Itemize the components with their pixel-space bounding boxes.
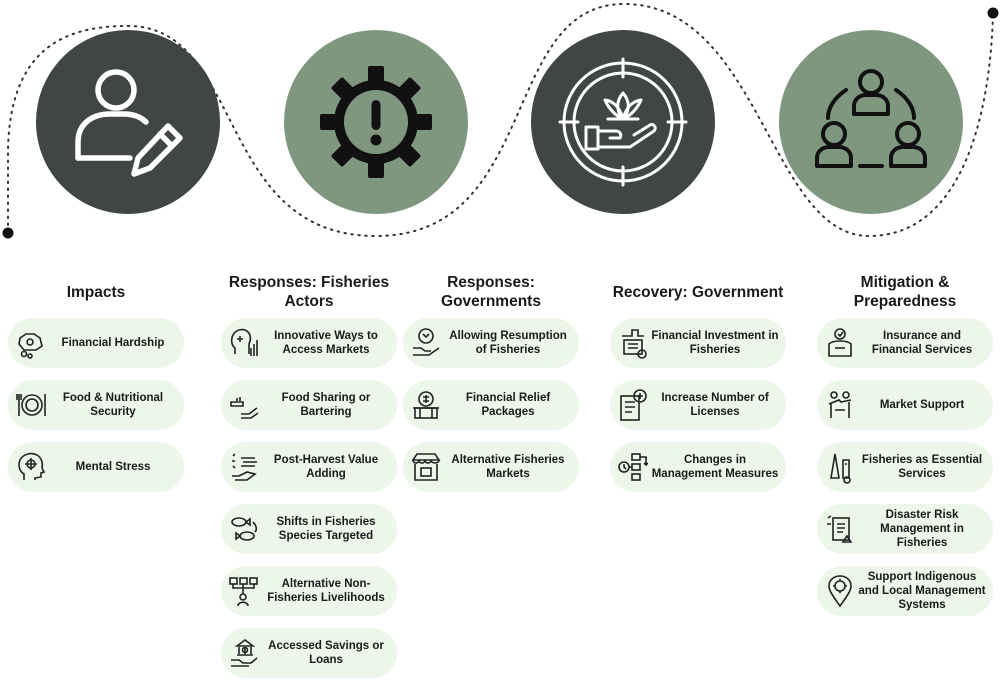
location-pin-icon: [828, 575, 852, 608]
list-item: Increase Number of Licenses: [610, 380, 786, 430]
list-item: Support Indigenous and Local Management …: [817, 566, 993, 616]
item-label: Food & Nutritional Security: [62, 392, 164, 418]
column-responses-governments: Responses: Governments Allowing Resumpti…: [403, 272, 579, 504]
list-item: Financial Relief Packages: [403, 380, 579, 430]
item-label: Alternative Fisheries Markets: [451, 454, 565, 480]
list-item: Allowing Resumption of Fisheries: [403, 318, 579, 368]
item-label: Changes in Management Measures: [651, 454, 779, 480]
item-label: Fisheries as Essential Services: [861, 454, 983, 480]
hand-cycle-icon: [413, 328, 440, 356]
people-network-icon: [815, 69, 927, 168]
item-label: Alternative Non-Fisheries Livelihoods: [267, 578, 385, 604]
column-title: Mitigation & Preparedness: [853, 274, 957, 310]
fish-cycle-icon: [231, 517, 258, 541]
fish-hand-icon: [232, 453, 257, 481]
item-label: Financial Investment in Fisheries: [651, 330, 779, 356]
item-label: Financial Relief Packages: [465, 392, 551, 418]
market-stall-icon: [411, 453, 441, 481]
list-item: Food Sharing or Bartering: [221, 380, 397, 430]
item-label: Insurance and Financial Services: [871, 330, 973, 356]
gear-alert-icon: [320, 66, 432, 178]
item-label: Post-Harvest Value Adding: [273, 454, 379, 480]
item-label: Accessed Savings or Loans: [268, 640, 384, 666]
org-chart-icon: [229, 577, 258, 607]
item-label: Food Sharing or Bartering: [281, 392, 371, 418]
risk-document-icon: [827, 515, 853, 543]
item-label: Financial Hardship: [61, 337, 165, 349]
user-edit-icon: [75, 69, 183, 177]
path-start-dot: [2, 227, 14, 239]
plate-cutlery-icon: [16, 394, 46, 416]
list-item: Innovative Ways to Access Markets: [221, 318, 397, 368]
item-label: Market Support: [879, 399, 965, 411]
hand-share-icon: [230, 397, 259, 419]
list-item: Post-Harvest Value Adding: [221, 442, 397, 492]
column-recovery-government: Recovery: Government Financial Investmen…: [610, 272, 786, 504]
item-label: Innovative Ways to Access Markets: [274, 330, 378, 356]
workflow-icon: [618, 453, 648, 481]
column-responses-fisheries-actors: Responses: Fisheries Actors Innovative W…: [221, 272, 397, 690]
item-label: Allowing Resumption of Fisheries: [449, 330, 567, 356]
list-item: Financial Hardship: [8, 318, 184, 368]
relief-box-icon: [413, 391, 439, 419]
money-bag-icon: [18, 333, 43, 359]
list-item: Shifts in Fisheries Species Targeted: [221, 504, 397, 554]
item-label: Increase Number of Licenses: [661, 392, 769, 418]
hand-lotus-icon: [558, 57, 688, 187]
column-title: Responses: Governments: [441, 274, 541, 310]
item-label: Shifts in Fisheries Species Targeted: [276, 516, 376, 542]
investment-icon: [622, 329, 647, 359]
idea-chart-icon: [230, 328, 258, 356]
list-item: Accessed Savings or Loans: [221, 628, 397, 678]
list-item: Changes in Management Measures: [610, 442, 786, 492]
list-item: Food & Nutritional Security: [8, 380, 184, 430]
impacts-circle: [36, 30, 220, 214]
list-item: Mental Stress: [8, 442, 184, 492]
list-item: Insurance and Financial Services: [817, 318, 993, 368]
head-brain-icon: [18, 452, 46, 480]
item-label: Support Indigenous and Local Management …: [858, 571, 986, 611]
mitigation-circle: [779, 30, 963, 214]
path-end-dot: [987, 7, 999, 19]
list-item: Market Support: [817, 380, 993, 430]
insurance-icon: [828, 328, 852, 357]
column-title: Recovery: Government: [612, 283, 784, 301]
list-item: Financial Investment in Fisheries: [610, 318, 786, 368]
item-label: Disaster Risk Management in Fisheries: [880, 509, 964, 549]
list-item: Alternative Fisheries Markets: [403, 442, 579, 492]
dotted-path: [2, 2, 999, 239]
list-item: Fisheries as Essential Services: [817, 442, 993, 492]
column-title: Responses: Fisheries Actors: [228, 274, 390, 310]
list-item: Alternative Non-Fisheries Livelihoods: [221, 566, 397, 616]
bank-hand-icon: [231, 639, 258, 667]
list-item: Disaster Risk Management in Fisheries: [817, 504, 993, 554]
essential-service-icon: [830, 453, 851, 484]
item-label: Mental Stress: [75, 461, 151, 473]
column-mitigation-preparedness: Mitigation & Preparedness Insurance and …: [817, 272, 993, 628]
market-support-icon: [828, 391, 852, 418]
column-title: Impacts: [66, 283, 126, 301]
responses-circle: [284, 30, 468, 214]
recovery-circle: [531, 30, 715, 214]
column-impacts: Impacts Financial Hardship Food & Nutrit…: [8, 272, 184, 504]
license-add-icon: [620, 389, 647, 421]
